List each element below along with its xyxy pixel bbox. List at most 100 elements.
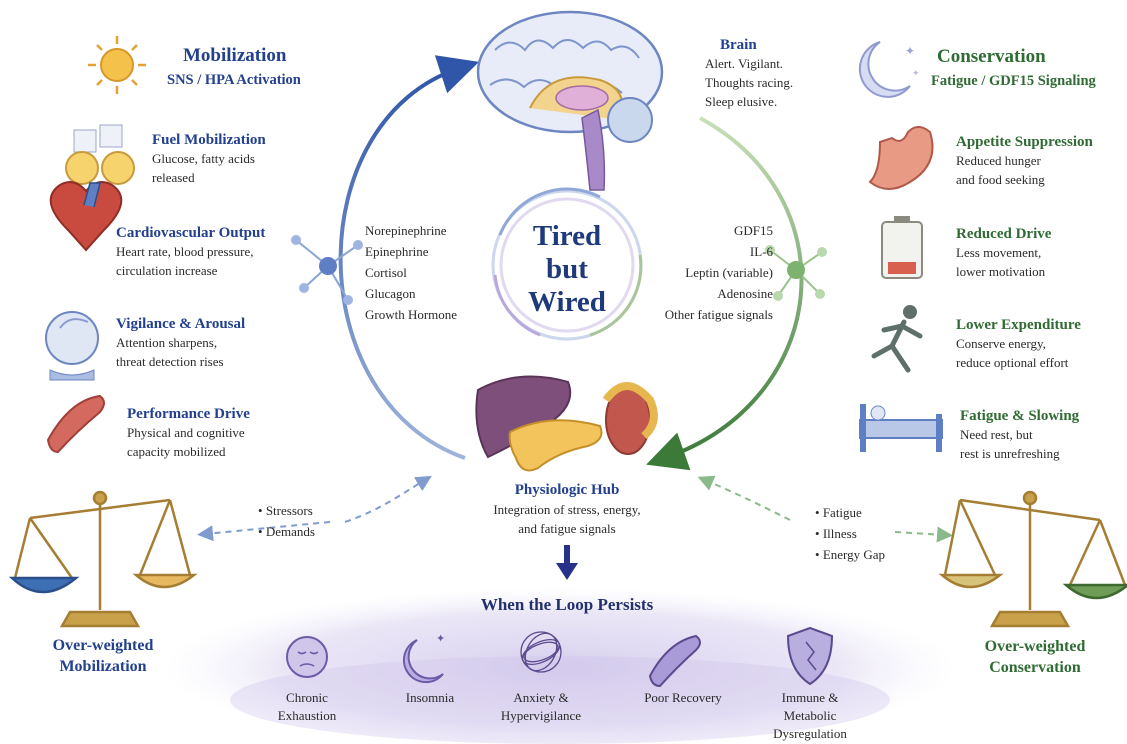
input-item: Fatigue	[815, 502, 885, 523]
item-desc: Less movement,	[956, 243, 1051, 262]
bed-icon	[860, 404, 942, 452]
stomach-icon	[870, 127, 933, 189]
item-desc: Heart rate, blood pressure,	[116, 242, 265, 261]
mobilization-scale-label: Over-weighted Mobilization	[28, 635, 178, 677]
center-title-line: Wired	[517, 286, 617, 319]
runner-icon	[874, 305, 920, 370]
signal: Leptin (variable)	[655, 262, 773, 283]
item-fatigue-slowing: Fatigue & Slowing Need rest, but rest is…	[960, 407, 1079, 463]
conservation-title: Conservation	[937, 46, 1046, 68]
svg-text:✦: ✦	[436, 633, 445, 645]
item-title: Fatigue & Slowing	[960, 407, 1079, 425]
brain-icon	[478, 12, 662, 190]
item-desc: reduce optional effort	[956, 353, 1081, 372]
persist-item-poor-recovery: Poor Recovery	[628, 689, 738, 707]
item-desc: circulation increase	[116, 261, 265, 280]
heart-icon	[51, 182, 122, 250]
brain-label: Brain Alert. Vigilant. Thoughts racing. …	[705, 37, 793, 111]
battery-icon	[882, 216, 922, 278]
input-item: Demands	[258, 521, 315, 542]
conservation-inputs: Fatigue Illness Energy Gap	[815, 502, 885, 565]
brain-desc: Alert. Vigilant.	[705, 54, 793, 73]
input-item: Stressors	[258, 500, 315, 521]
item-title: Performance Drive	[127, 405, 250, 423]
hub-desc: and fatigue signals	[467, 519, 667, 538]
persist-label-line: Exhaustion	[257, 707, 357, 725]
persist-label-line: Poor Recovery	[628, 689, 738, 707]
hormone-molecule-icon	[291, 235, 363, 305]
liver-pancreas-kidney-icon	[476, 377, 653, 471]
brain-desc: Sleep elusive.	[705, 92, 793, 111]
brain-desc: Thoughts racing.	[705, 73, 793, 92]
mobilization-title: Mobilization	[183, 45, 286, 67]
persist-item-chronic-exhaustion: Chronic Exhaustion	[257, 689, 357, 725]
item-title: Vigilance & Arousal	[116, 315, 245, 333]
brain-title: Brain	[720, 37, 793, 54]
persist-label-line: Metabolic	[760, 707, 860, 725]
muscle-icon	[48, 396, 104, 452]
exhausted-face-icon	[287, 637, 327, 677]
mobilization-scale-icon	[12, 492, 194, 626]
mobilization-inputs: Stressors Demands	[258, 500, 315, 542]
signal: Adenosine	[655, 283, 773, 304]
conservation-subtitle: Fatigue / GDF15 Signaling	[931, 73, 1096, 90]
scale-label-line: Over-weighted	[960, 636, 1110, 657]
item-desc: Attention sharpens,	[116, 333, 245, 352]
signal: Other fatigue signals	[655, 304, 773, 325]
center-title-line: but	[517, 253, 617, 286]
signal: IL-6	[655, 241, 773, 262]
item-performance-drive: Performance Drive Physical and cognitive…	[127, 405, 250, 461]
item-appetite-suppression: Appetite Suppression Reduced hunger and …	[956, 133, 1093, 189]
svg-text:✦: ✦	[912, 68, 920, 78]
item-title: Fuel Mobilization	[152, 131, 266, 149]
item-lower-expenditure: Lower Expenditure Conserve energy, reduc…	[956, 316, 1081, 372]
item-title: Appetite Suppression	[956, 133, 1093, 151]
hormone: Glucagon	[365, 283, 457, 304]
signal: GDF15	[655, 220, 773, 241]
signal-list: GDF15 IL-6 Leptin (variable) Adenosine O…	[655, 220, 773, 325]
scale-label-line: Over-weighted	[28, 635, 178, 656]
hub-title: Physiologic Hub	[467, 481, 667, 500]
svg-text:✦: ✦	[905, 44, 915, 58]
hormone: Norepinephrine	[365, 220, 457, 241]
conservation-scale-icon	[942, 492, 1127, 626]
persist-label-line: Anxiety &	[486, 689, 596, 707]
persist-label-line: Dysregulation	[760, 725, 860, 743]
center-title: Tired but Wired	[517, 220, 617, 319]
item-desc: Reduced hunger	[956, 151, 1093, 170]
head-icon	[46, 312, 98, 380]
item-title: Reduced Drive	[956, 225, 1051, 243]
persist-label-line: Hypervigilance	[486, 707, 596, 725]
item-desc: Need rest, but	[960, 425, 1079, 444]
persist-item-insomnia: Insomnia	[380, 689, 480, 707]
item-desc: threat detection rises	[116, 352, 245, 371]
item-desc: released	[152, 168, 266, 187]
persist-label-line: Immune &	[760, 689, 860, 707]
item-desc: Conserve energy,	[956, 334, 1081, 353]
scale-label-line: Mobilization	[28, 656, 178, 677]
fuel-cells-icon	[66, 125, 134, 184]
persist-label-line: Insomnia	[380, 689, 480, 707]
item-title: Lower Expenditure	[956, 316, 1081, 334]
persist-label-line: Chronic	[257, 689, 357, 707]
hub-desc: Integration of stress, energy,	[467, 500, 667, 519]
center-title-line: Tired	[517, 220, 617, 253]
item-desc: and food seeking	[956, 170, 1093, 189]
item-desc: Glucose, fatty acids	[152, 149, 266, 168]
hormone: Cortisol	[365, 262, 457, 283]
down-arrow-icon	[556, 545, 578, 580]
input-item: Illness	[815, 523, 885, 544]
hormone: Epinephrine	[365, 241, 457, 262]
persist-item-anxiety: Anxiety & Hypervigilance	[486, 689, 596, 725]
input-item: Energy Gap	[815, 544, 885, 565]
hormone: Growth Hormone	[365, 304, 457, 325]
moon-icon: ✦ ✦	[860, 42, 920, 97]
hormone-list: Norepinephrine Epinephrine Cortisol Gluc…	[365, 220, 457, 325]
persist-item-immune-metabolic: Immune & Metabolic Dysregulation	[760, 689, 860, 743]
persist-title: When the Loop Persists	[447, 595, 687, 615]
item-title: Cardiovascular Output	[116, 224, 265, 242]
conservation-scale-label: Over-weighted Conservation	[960, 636, 1110, 678]
item-desc: Physical and cognitive	[127, 423, 250, 442]
item-reduced-drive: Reduced Drive Less movement, lower motiv…	[956, 225, 1051, 281]
